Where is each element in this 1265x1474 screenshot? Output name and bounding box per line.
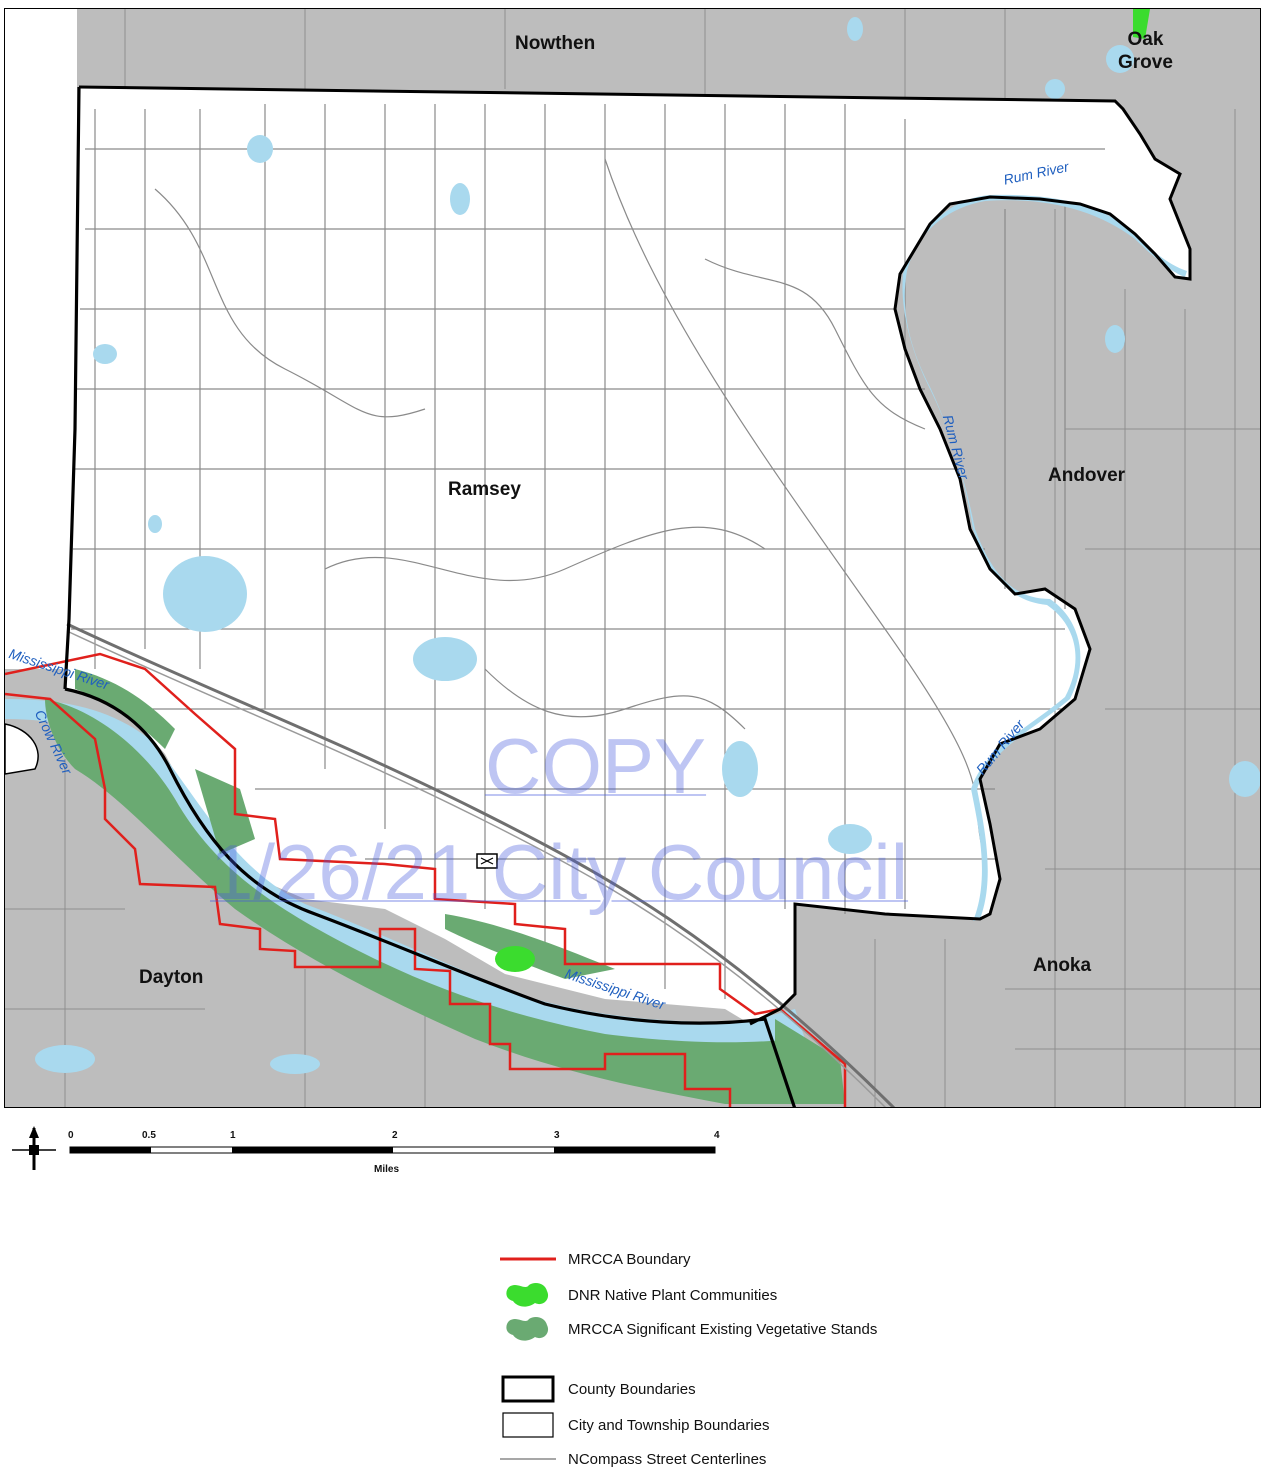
- legend-label: MRCCA Significant Existing Vegetative St…: [568, 1320, 878, 1338]
- legend-item-county-boundaries: County Boundaries: [500, 1374, 696, 1404]
- highway-10-edge: [66, 630, 887, 1107]
- scale-bar: 0 0.5 1 2 3 4 Miles: [10, 1120, 730, 1190]
- native-plant-communities: [495, 9, 1150, 972]
- ramsey-city-area: [65, 87, 1190, 1024]
- legend-gray-line-icon: [500, 1444, 556, 1474]
- place-label-dayton: Dayton: [139, 967, 204, 988]
- scale-tick-4: 4: [714, 1130, 720, 1141]
- legend-item-vegetative-stands: MRCCA Significant Existing Vegetative St…: [500, 1314, 877, 1344]
- legend-thick-box-icon: [500, 1374, 556, 1404]
- outside-west-strip: [5, 9, 77, 669]
- legend-item-mrcca-boundary: MRCCA Boundary: [500, 1244, 691, 1274]
- watermark-council-date: 1/26/21 City Council: [210, 828, 909, 916]
- water-bodies: [35, 17, 1260, 1074]
- place-label-oak-grove: Oak Grove: [1118, 29, 1173, 73]
- legend-label: City and Township Boundaries: [568, 1416, 770, 1434]
- outside-streets: [5, 9, 1260, 1107]
- place-label-anoka: Anoka: [1033, 955, 1092, 976]
- scale-bar-graphic: [69, 1146, 716, 1154]
- map-legend: MRCCA Boundary DNR Native Plant Communit…: [500, 1240, 1020, 1470]
- city-boundary-line: [78, 85, 1192, 1026]
- map-frame[interactable]: Nowthen Oak Grove Ramsey Andover Anoka D…: [4, 8, 1261, 1108]
- mrcca-boundary: [5, 652, 847, 1107]
- place-label-andover: Andover: [1048, 465, 1126, 486]
- scale-unit: Miles: [374, 1164, 400, 1175]
- legend-item-street-centerlines: NCompass Street Centerlines: [500, 1444, 766, 1474]
- legend-label: County Boundaries: [568, 1380, 696, 1398]
- crow-river-water: [5, 723, 39, 775]
- scale-tick-1: 1: [230, 1130, 236, 1141]
- legend-dark-green-patch-icon: [500, 1314, 556, 1344]
- scale-tick-2: 2: [392, 1130, 398, 1141]
- county-boundary-line: [63, 86, 797, 1107]
- map-canvas[interactable]: [5, 9, 1261, 1108]
- legend-label: DNR Native Plant Communities: [568, 1286, 778, 1304]
- legend-item-city-boundaries: City and Township Boundaries: [500, 1410, 770, 1440]
- scale-tick-3: 3: [554, 1130, 560, 1141]
- scale-tick-0-5: 0.5: [142, 1130, 156, 1141]
- north-arrow-icon: [12, 1126, 56, 1170]
- place-label-nowthen: Nowthen: [515, 33, 596, 54]
- street-centerlines: [71, 104, 1105, 999]
- legend-item-native-plants: DNR Native Plant Communities: [500, 1280, 777, 1310]
- legend-label: NCompass Street Centerlines: [568, 1450, 767, 1468]
- place-label-ramsey: Ramsey: [448, 479, 521, 500]
- legend-label: MRCCA Boundary: [568, 1250, 691, 1268]
- legend-red-line-icon: [500, 1244, 556, 1274]
- train-station-icon: [476, 853, 498, 869]
- scale-tick-0: 0: [68, 1130, 74, 1141]
- highway-10: [66, 622, 896, 1107]
- legend-bright-green-patch-icon: [500, 1280, 556, 1310]
- legend-thin-box-icon: [500, 1410, 556, 1440]
- watermark-copy: COPY: [485, 722, 707, 810]
